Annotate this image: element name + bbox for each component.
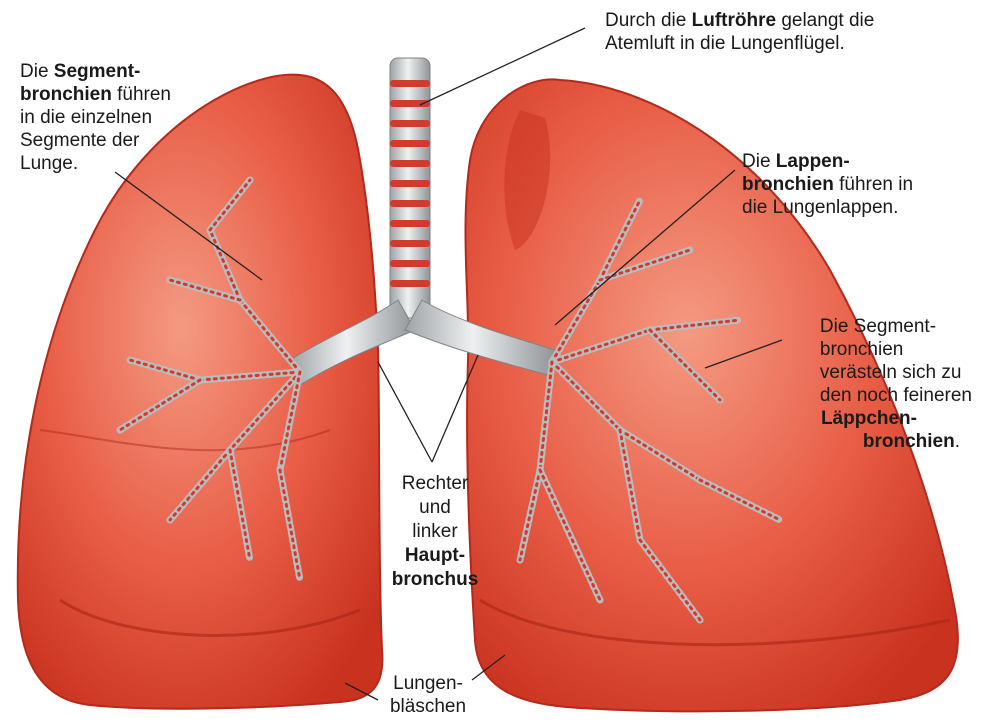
label-segment-left-line5: Lunge. [20, 152, 171, 175]
label-trachea-line2: Atemluft in die Lungenflügel. [605, 32, 874, 55]
label-trachea-line1: Durch die Luftröhre gelangt die [605, 9, 874, 32]
label-main-line4: Haupt- [380, 544, 490, 568]
label-alveoli-line1: Lungen- [378, 672, 478, 695]
trachea-ring [390, 280, 430, 287]
trachea-ring [390, 140, 430, 147]
label-lobar-line2: bronchien führen in [742, 173, 913, 196]
label-segment-bronchi-left: Die Segment- bronchien führen in die ein… [20, 60, 171, 175]
trachea-ring [390, 160, 430, 167]
trachea-ring [390, 240, 430, 247]
label-lobar-bronchi: Die Lappen- bronchien führen in die Lung… [742, 150, 913, 219]
label-lobar-line1: Die Lappen- [742, 150, 913, 173]
leader-main-right [378, 362, 432, 462]
trachea-ring [390, 180, 430, 187]
trachea-ring [390, 260, 430, 267]
label-segment-right-line6: bronchien. [820, 430, 972, 453]
label-segment-right-line5: Läppchen- [820, 407, 972, 430]
label-segment-left-line2: bronchien führen [20, 83, 171, 106]
label-main-line1: Rechter [380, 472, 490, 496]
trachea-ring [390, 120, 430, 127]
label-segment-right-line1: Die Segment- [820, 315, 972, 338]
label-main-line5: bronchus [380, 568, 490, 592]
label-segment-bronchi-right: Die Segment- bronchien verästeln sich zu… [820, 315, 972, 453]
label-trachea: Durch die Luftröhre gelangt die Atemluft… [605, 9, 874, 55]
trachea-ring [390, 200, 430, 207]
label-main-line3: linker [380, 520, 490, 544]
label-segment-left-line4: Segmente der [20, 129, 171, 152]
label-lobar-line3: die Lungenlappen. [742, 196, 913, 219]
label-segment-right-line3: verästeln sich zu [820, 361, 972, 384]
label-alveoli-line2: bläschen [378, 695, 478, 718]
label-segment-right-line2: bronchien [820, 338, 972, 361]
label-alveoli: Lungen- bläschen [378, 672, 478, 718]
label-segment-left-line1: Die Segment- [20, 60, 171, 83]
label-main-bronchus: Rechter und linker Haupt- bronchus [380, 472, 490, 592]
label-main-line2: und [380, 496, 490, 520]
label-segment-right-line4: den noch feineren [820, 384, 972, 407]
trachea-ring [390, 80, 430, 87]
trachea-ring [390, 220, 430, 227]
trachea [390, 58, 430, 318]
label-segment-left-line3: in die einzelnen [20, 106, 171, 129]
